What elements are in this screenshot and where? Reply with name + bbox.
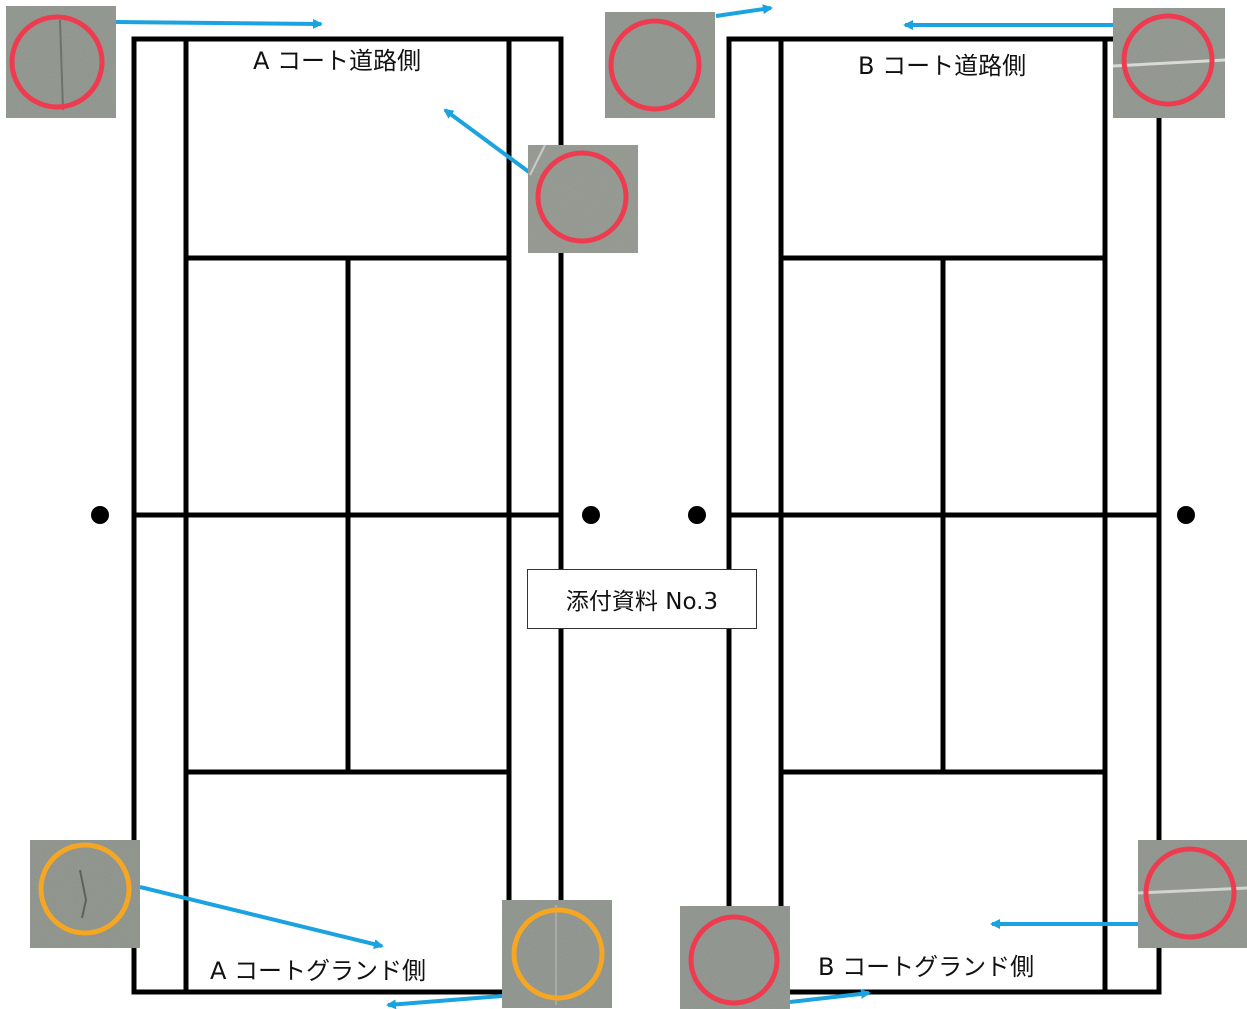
arrow-a-ground-left	[139, 885, 384, 949]
photo-a-road-left	[6, 6, 116, 118]
photo-a-ground-right	[502, 900, 612, 1008]
marker-red-circle	[1143, 846, 1237, 940]
court-a-left-net-post	[91, 506, 109, 524]
marker-red-circle	[9, 14, 105, 110]
marker-orange-circle	[38, 842, 132, 936]
court-b-ground-side-label: B コートグランド側	[818, 953, 1034, 981]
marker-red-circle	[535, 150, 629, 244]
court-b-road-side-label: B コート道路側	[858, 52, 1026, 80]
photo-a-road-right	[528, 144, 638, 253]
court-b-left-net-post	[688, 506, 706, 524]
marker-red-circle	[688, 914, 780, 1006]
marker-red-circle	[1121, 13, 1215, 107]
photo-b-road-right	[1112, 8, 1226, 118]
photo-b-ground-left	[680, 906, 790, 1009]
arrow-a-road-top	[115, 18, 323, 29]
court-a-right-net-post	[582, 506, 600, 524]
arrow-b-road-left	[715, 4, 773, 18]
marker-orange-circle	[511, 907, 605, 1001]
arrow-b-ground-left	[789, 988, 871, 1004]
arrows	[115, 4, 1138, 1009]
marker-red-circle	[608, 18, 702, 112]
photo-a-ground-left	[30, 840, 140, 948]
court-b	[726, 36, 1162, 995]
court-a	[131, 36, 564, 995]
photo-b-ground-right	[1137, 840, 1247, 948]
court-b-right-net-post	[1177, 506, 1195, 524]
arrow-a-ground-right	[386, 994, 503, 1009]
court-a-ground-side-label: A コートグランド側	[210, 957, 426, 985]
attachment-label: 添付資料 No.3	[527, 569, 757, 629]
arrow-a-road-right	[443, 108, 531, 174]
photo-b-road-left	[605, 12, 715, 118]
court-a-road-side-label: A コート道路側	[253, 47, 421, 75]
